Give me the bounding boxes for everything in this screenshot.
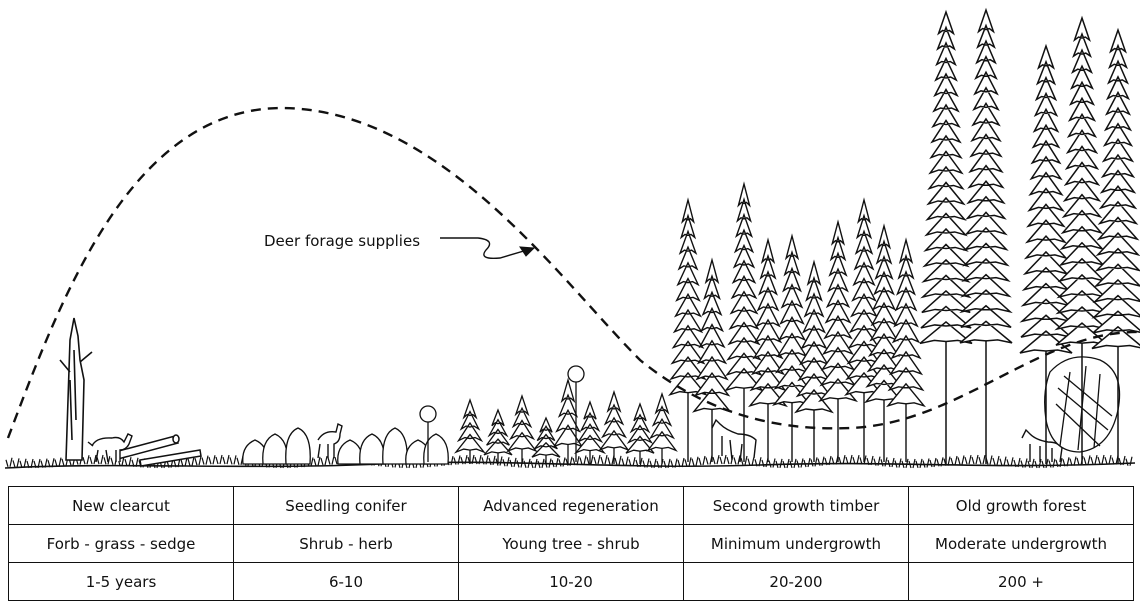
curve-label: Deer forage supplies: [264, 232, 420, 250]
second-growth-tree-crown: [774, 236, 810, 405]
young-conifer-crown: [600, 392, 628, 450]
age-cell: 200 +: [909, 563, 1134, 601]
age-cell: 10-20: [459, 563, 684, 601]
deer-forage-curve: [8, 108, 1140, 438]
young-conifer-crown: [508, 396, 536, 451]
stage-name-row: New clearcut Seedling conifer Advanced r…: [9, 487, 1134, 525]
vegetation-cell: Forb - grass - sedge: [9, 525, 234, 563]
vegetation-cell: Young tree - shrub: [459, 525, 684, 563]
stage-name-cell: Advanced regeneration: [459, 487, 684, 525]
curve-label-arrow: [440, 238, 534, 258]
young-conifers: [456, 366, 676, 464]
young-conifer-crown: [648, 394, 676, 450]
stage-name-cell: Old growth forest: [909, 487, 1134, 525]
vegetation-cell: Moderate undergrowth: [909, 525, 1134, 563]
vegetation-row: Forb - grass - sedge Shrub - herb Young …: [9, 525, 1134, 563]
vegetation-cell: Minimum undergrowth: [684, 525, 909, 563]
young-conifer-crown: [484, 410, 512, 455]
old-growth-tree-crown: [1092, 30, 1140, 348]
second-growth-tree-crown: [726, 184, 762, 390]
young-conifer-crown: [456, 400, 484, 452]
age-cell: 6-10: [234, 563, 459, 601]
shrub: [360, 434, 385, 464]
succession-stage-table: New clearcut Seedling conifer Advanced r…: [8, 486, 1134, 601]
age-cell: 20-200: [684, 563, 909, 601]
shrub: [383, 428, 408, 464]
dead-snag: [60, 318, 92, 460]
stage-name-cell: New clearcut: [9, 487, 234, 525]
young-conifer-crown: [626, 404, 654, 453]
sapling-crown: [420, 406, 436, 422]
young-conifer-crown: [554, 380, 582, 446]
shrub: [286, 428, 311, 464]
age-row: 1-5 years 6-10 10-20 20-200 200 +: [9, 563, 1134, 601]
shrubs: [243, 406, 449, 464]
forest-succession-illustration: Deer forage supplies: [0, 0, 1140, 480]
second-growth-tree-crown: [670, 200, 706, 395]
old-growth-tree-crown: [920, 12, 972, 343]
old-growth-tree-crown: [960, 10, 1012, 343]
vegetation-cell: Shrub - herb: [234, 525, 459, 563]
shrub: [338, 440, 363, 464]
sapling-crown: [568, 366, 584, 382]
shrub: [263, 434, 288, 464]
stage-name-cell: Seedling conifer: [234, 487, 459, 525]
age-cell: 1-5 years: [9, 563, 234, 601]
stage-name-cell: Second growth timber: [684, 487, 909, 525]
second-growth-trees: [670, 184, 924, 462]
